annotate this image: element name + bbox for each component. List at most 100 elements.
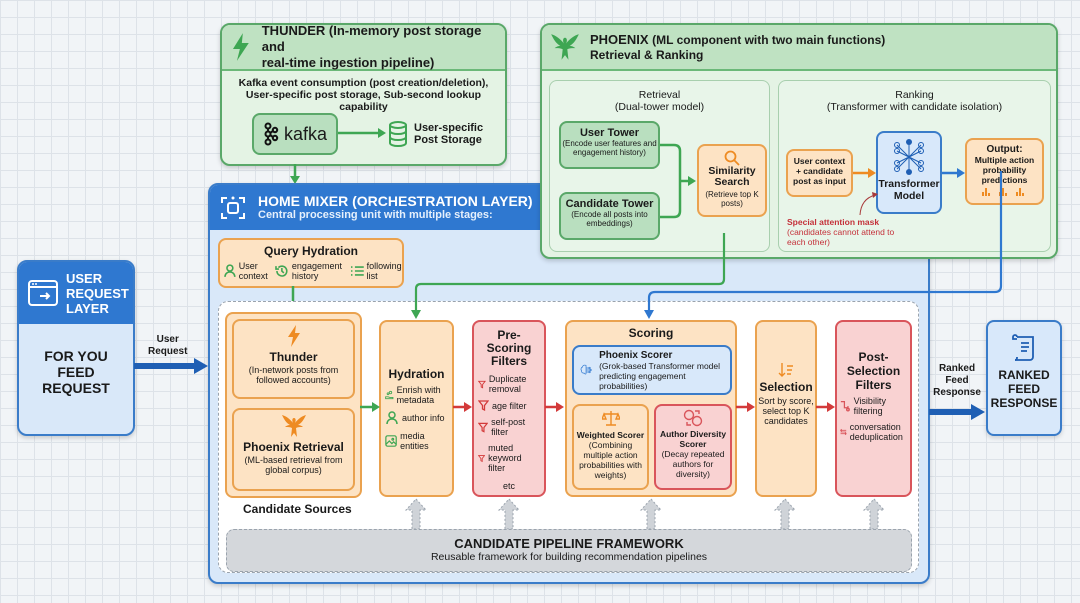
kafka-node: kafka bbox=[252, 113, 338, 155]
ranking-output: Output: Multiple action probability pred… bbox=[965, 138, 1044, 205]
similarity-title: Similarity Search bbox=[708, 165, 756, 188]
similarity-desc: (Retrieve top K posts) bbox=[705, 190, 759, 208]
ranking-subtitle: (Transformer with candidate isolation) bbox=[826, 101, 1003, 113]
dedup-icon bbox=[840, 428, 847, 436]
mask-pointer-arrow bbox=[859, 192, 878, 216]
thunder-title: THUNDER (In-memory post storage and bbox=[261, 23, 482, 54]
mask-desc: (candidates cannot attend to each other) bbox=[787, 227, 895, 247]
prescoring-filter-label: age filter bbox=[492, 400, 527, 411]
framework-up-arrow bbox=[773, 498, 797, 530]
ranked-response-arrow bbox=[929, 404, 985, 420]
retrieval-title: Retrieval bbox=[638, 89, 681, 101]
transformer-title: Transformer Model bbox=[878, 178, 940, 202]
phoenix-scorer-title: Phoenix Scorer bbox=[599, 349, 673, 361]
weighted-scorer-desc: (Combining multiple action probabilities… bbox=[579, 440, 642, 480]
output-title: Output: bbox=[986, 144, 1023, 155]
ranked-response-arrow-label: Ranked Feed Response bbox=[933, 363, 981, 398]
framework-up-arrow bbox=[404, 498, 428, 530]
framework-up-arrow bbox=[639, 498, 663, 530]
phoenix-panel: PHOENIX (ML component with two main func… bbox=[540, 23, 1058, 259]
scoring-title: Scoring bbox=[628, 326, 674, 340]
thunder-header: THUNDER (In-memory post storage and real… bbox=[222, 23, 505, 71]
home-mixer-title: HOME MIXER (ORCHESTRATION LAYER) bbox=[258, 193, 533, 209]
phoenix-subtitle: Retrieval & Ranking bbox=[590, 48, 704, 62]
ranked-feed-response-label: RANKED FEED RESPONSE bbox=[990, 368, 1058, 410]
hydration-item-author: author info bbox=[402, 413, 445, 423]
thunder-desc-2: User-specific post storage, Sub-second l… bbox=[245, 89, 482, 113]
ranking-input: User context + candidate post as input bbox=[786, 149, 853, 197]
phoenix-header: PHOENIX (ML component with two main func… bbox=[542, 25, 1056, 71]
hydration-item-metadata: Enrish with metadata bbox=[396, 385, 441, 405]
sources-to-hydration-arrow bbox=[360, 402, 380, 412]
phoenix-title-rest: (ML component with two main functions) bbox=[652, 33, 886, 47]
lightning-icon bbox=[232, 33, 249, 61]
user-tower-title: User Tower bbox=[579, 127, 640, 139]
prescoring-filter-item: muted keyword filter bbox=[478, 443, 540, 473]
visibility-icon bbox=[840, 400, 850, 412]
scoring-box: Scoring Phoenix Scorer (Grok-based Trans… bbox=[565, 320, 737, 497]
prescoring-filter-item: self-post filter bbox=[478, 417, 540, 437]
framework-up-arrow bbox=[497, 498, 521, 530]
candidate-tower: Candidate Tower (Encode all posts into e… bbox=[559, 192, 660, 240]
candidate-tower-title: Candidate Tower bbox=[565, 198, 654, 210]
framework-title: CANDIDATE PIPELINE FRAMEWORK bbox=[454, 536, 684, 551]
post-selection-box: Post-Selection Filters Visibility filter… bbox=[835, 320, 912, 497]
thunder-title-2: real-time ingestion pipeline) bbox=[261, 55, 435, 70]
bar-chart-icon bbox=[981, 188, 1024, 196]
candidate-tower-desc: (Encode all posts into embeddings) bbox=[571, 210, 648, 228]
scoring-to-selection-arrow bbox=[736, 402, 755, 412]
home-mixer-subtitle: Central processing unit with multiple st… bbox=[258, 209, 493, 221]
thunder-panel: THUNDER (In-memory post storage and real… bbox=[220, 23, 507, 166]
ranking-title: Ranking bbox=[895, 89, 934, 101]
filter-icon bbox=[478, 454, 486, 462]
query-hydration-box: Query Hydration User context engagement … bbox=[218, 238, 404, 288]
author-diversity-title: Author Diversity Scorer bbox=[659, 429, 727, 449]
user-request-arrow bbox=[134, 358, 208, 374]
phoenix-icon bbox=[281, 415, 306, 437]
source-phoenix-desc: (ML-based retrieval from global corpus) bbox=[244, 455, 343, 475]
selection-desc: Sort by score, select top K candidates bbox=[758, 396, 814, 426]
brain-icon bbox=[580, 364, 592, 375]
search-icon bbox=[724, 150, 740, 166]
selection-box: Selection Sort by score, select top K ca… bbox=[755, 320, 817, 497]
user-request-title-2: REQUEST bbox=[66, 285, 129, 301]
prescoring-filter-label: self-post filter bbox=[491, 417, 526, 437]
framework-up-arrow bbox=[862, 498, 886, 530]
pipeline-framework-box: CANDIDATE PIPELINE FRAMEWORK Reusable fr… bbox=[226, 529, 912, 572]
weighted-scorer-title: Weighted Scorer bbox=[576, 430, 645, 440]
towers-to-similarity-arrow bbox=[660, 143, 696, 219]
transformer-model: Transformer Model bbox=[876, 131, 942, 214]
source-thunder-desc: (In-network posts from followed accounts… bbox=[248, 365, 339, 385]
source-thunder: Thunder (In-network posts from followed … bbox=[232, 319, 355, 399]
phoenix-scorer-desc: (Grok-based Transformer model predicting… bbox=[599, 360, 721, 391]
phoenix-scorer: Phoenix Scorer (Grok-based Transformer m… bbox=[572, 345, 732, 395]
output-desc: Multiple action probability predictions bbox=[974, 155, 1035, 185]
database-icon bbox=[389, 121, 407, 147]
post-item-visibility: Visibility filtering bbox=[853, 396, 886, 416]
filter-icon bbox=[478, 422, 489, 433]
query-hydration-title: Query Hydration bbox=[263, 244, 359, 258]
author-diversity-desc: (Decay repeated authors for diversity) bbox=[661, 449, 725, 479]
image-icon bbox=[385, 435, 397, 447]
prescoring-title: Pre-Scoring Filters bbox=[486, 328, 532, 368]
orchestration-icon bbox=[221, 196, 245, 219]
phoenix-title: PHOENIX bbox=[590, 32, 649, 47]
mask-title: Special attention mask bbox=[787, 217, 880, 227]
prescoring-filter-label: muted keyword filter bbox=[488, 443, 522, 473]
user-request-title-1: USER bbox=[66, 270, 103, 286]
source-thunder-title: Thunder bbox=[269, 350, 318, 364]
similarity-search: Similarity Search (Retrieve top K posts) bbox=[697, 144, 767, 217]
kafka-icon bbox=[264, 122, 279, 146]
query-item-following: following list bbox=[366, 261, 402, 281]
hydration-box: Hydration Enrish with metadata author in… bbox=[379, 320, 454, 497]
framework-desc: Reusable framework for building recommen… bbox=[430, 551, 708, 563]
for-you-feed-request: FOR YOU FEED REQUEST bbox=[42, 348, 110, 396]
prescoring-filter-item: age filter bbox=[478, 400, 540, 411]
candidate-sources-label: Candidate Sources bbox=[243, 502, 352, 516]
browser-window-icon bbox=[28, 280, 58, 306]
user-request-panel: USER REQUEST LAYER FOR YOU FEED REQUEST bbox=[17, 260, 135, 436]
selection-to-post-arrow bbox=[816, 402, 835, 412]
